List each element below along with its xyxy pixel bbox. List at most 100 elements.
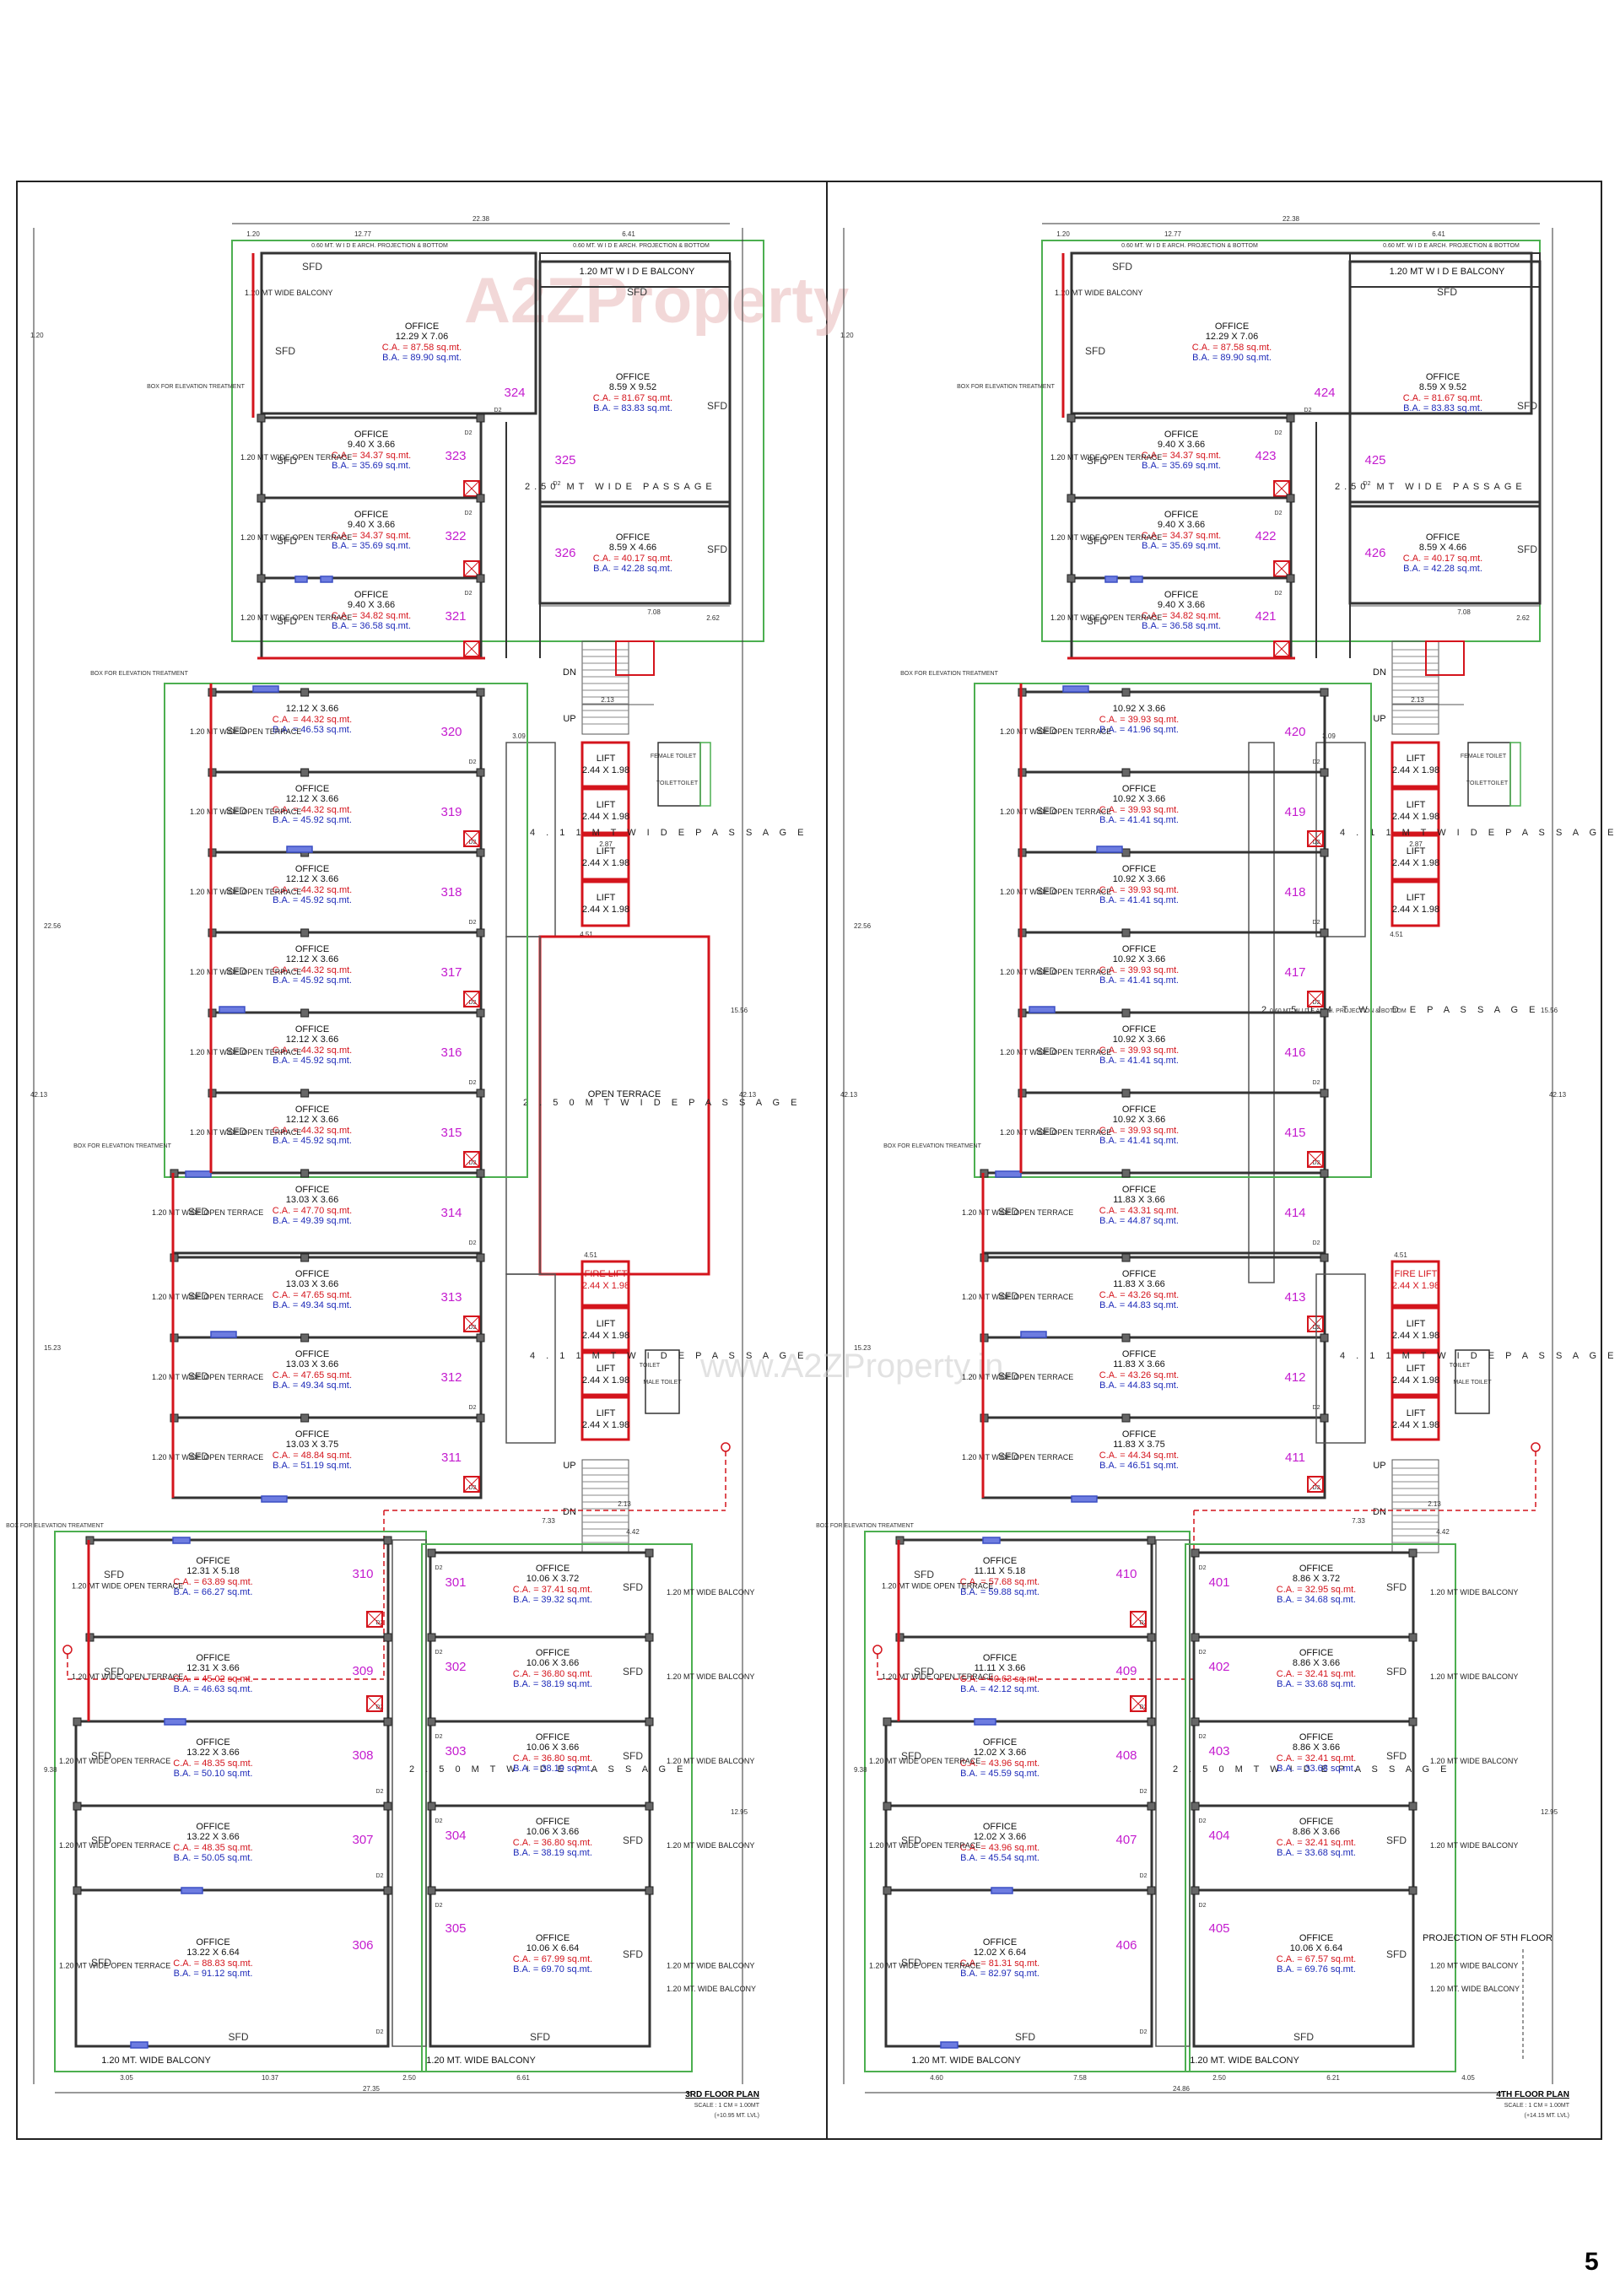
built-area: B.A. = 39.32 sq.mt.	[513, 1595, 592, 1605]
dimension-bottom: 6.61	[516, 2074, 530, 2082]
room-name: OFFICE	[1164, 590, 1198, 600]
room-name: OFFICE	[536, 1648, 570, 1658]
column-marker	[883, 1886, 892, 1895]
door-label: D2	[1140, 1704, 1148, 1710]
dimension-vertical: 42.13	[30, 1091, 48, 1099]
dimension-label: 4.42	[626, 1528, 640, 1536]
room-name: OFFICE	[1122, 784, 1156, 794]
built-area: B.A. = 41.41 sq.mt.	[1099, 895, 1179, 905]
sfd-label: SFD	[188, 1370, 208, 1382]
sfd-label: SFD	[302, 261, 322, 273]
watermark-logo: A2ZProperty	[464, 265, 849, 337]
carpet-area: C.A. = 32.41 sq.mt.	[1277, 1669, 1356, 1679]
passage-250-bottom	[1155, 1539, 1191, 2047]
office-row	[884, 1888, 1153, 2048]
room-number: 322	[445, 529, 466, 543]
column-marker	[427, 1802, 436, 1811]
room-size: 11.83 X 3.75	[1113, 1440, 1165, 1450]
dimension-vertical: 9.38	[854, 1766, 867, 1774]
stair-up-label: UP	[1373, 1461, 1385, 1471]
carpet-area: C.A. = 43.26 sq.mt.	[1099, 1370, 1179, 1380]
terrace-label: 1.20 MT WIDE OPEN TERRACE	[240, 613, 352, 622]
window-marker	[219, 1006, 246, 1013]
window-marker	[1062, 685, 1089, 693]
room-number: 425	[1364, 453, 1385, 467]
room-name: OFFICE	[1215, 321, 1249, 332]
box-elevation-label: BOX FOR ELEVATION TREATMENT	[90, 671, 188, 677]
column-marker	[300, 1253, 310, 1262]
column-marker	[1408, 1886, 1418, 1895]
balcony-label: 1.20 MT. WIDE BALCONY	[101, 2056, 211, 2066]
window-marker	[1104, 575, 1118, 583]
room-number: 426	[1364, 546, 1385, 560]
toilet-block	[657, 742, 701, 807]
room-number: 401	[1208, 1575, 1229, 1590]
column-marker	[1320, 1169, 1329, 1178]
terrace-label: 1.20 MT WIDE OPEN TERRACE	[152, 1373, 263, 1381]
door-label: D2	[376, 1620, 384, 1626]
carpet-area: C.A. = 32.95 sq.mt.	[1277, 1585, 1356, 1595]
room-name: OFFICE	[196, 1822, 230, 1832]
column-marker	[476, 1089, 485, 1098]
sfd-label: SFD	[998, 1290, 1018, 1302]
balcony-label: 1.20 MT WIDE BALCONY	[1430, 1588, 1518, 1596]
page-number: 5	[1585, 2248, 1599, 2276]
room-size: 12.12 X 3.66	[286, 954, 338, 964]
balcony-label: 1.20 MT WIDE BALCONY	[1430, 1757, 1518, 1765]
room-number: 408	[1115, 1748, 1137, 1763]
built-area: B.A. = 33.68 sq.mt.	[1277, 1848, 1356, 1858]
built-area: B.A. = 49.39 sq.mt.	[273, 1216, 352, 1226]
room-number: 309	[352, 1664, 373, 1678]
sfd-label: SFD	[226, 1045, 246, 1057]
door-label: D2	[1313, 1080, 1320, 1086]
window-marker	[181, 1887, 203, 1894]
carpet-area: C.A. = 81.67 sq.mt.	[1403, 393, 1482, 403]
terrace-label: 1.20 MT WIDE OPEN TERRACE	[240, 453, 352, 462]
terrace-label: 1.20 MT WIDE OPEN TERRACE	[72, 1582, 183, 1591]
room-name: OFFICE	[983, 1653, 1017, 1663]
sfd-label: SFD	[91, 1957, 111, 1969]
sfd-label: SFD	[623, 1581, 643, 1593]
toilet-label: TOILET	[656, 781, 678, 786]
balcony-label: 1.20 MT WIDE BALCONY	[245, 289, 332, 297]
room-name: OFFICE	[354, 590, 388, 600]
room-size: 11.11 X 3.66	[975, 1663, 1026, 1673]
room-name: OFFICE	[295, 1429, 329, 1440]
sfd-label: SFD	[707, 400, 727, 412]
room-size: 12.31 X 5.18	[186, 1566, 239, 1576]
room-number: 404	[1208, 1829, 1229, 1843]
carpet-area: C.A. = 47.70 sq.mt.	[273, 1206, 352, 1216]
fire-lift-label: FIRE LIFT	[1395, 1269, 1438, 1279]
open-terrace-label: OPEN TERRACE	[588, 1089, 662, 1099]
room-size: 10.06 X 6.64	[526, 1943, 579, 1953]
dimension-bottom: 2.50	[1212, 2074, 1226, 2082]
box-elevation-label: BOX FOR ELEVATION TREATMENT	[957, 384, 1055, 390]
sfd-label: SFD	[1015, 2031, 1035, 2043]
service-node	[721, 1442, 731, 1452]
room-size: 12.12 X 3.66	[286, 794, 338, 804]
column-marker	[1147, 1536, 1156, 1545]
built-area: B.A. = 44.87 sq.mt.	[1099, 1216, 1179, 1226]
carpet-area: C.A. = 34.37 sq.mt.	[1142, 531, 1221, 541]
door-label: D2	[376, 2029, 384, 2035]
carpet-area: C.A. = 48.84 sq.mt.	[273, 1451, 352, 1461]
terrace-label: 1.20 MT WIDE OPEN TERRACE	[1000, 808, 1111, 816]
room-size: 10.92 X 3.66	[1113, 874, 1165, 884]
room-number: 406	[1115, 1938, 1137, 1953]
office-row	[429, 1888, 651, 2048]
passage-label: 2.50 MT WIDE PASSAGE	[1335, 482, 1526, 492]
balcony-top	[539, 252, 731, 288]
dimension-label: 2.62	[706, 614, 720, 622]
column-marker	[1286, 413, 1295, 423]
window-marker	[320, 575, 333, 583]
sfd-label: SFD	[1386, 1581, 1407, 1593]
column-marker	[1147, 1633, 1156, 1642]
room-name: OFFICE	[295, 784, 329, 794]
built-area: B.A. = 50.10 sq.mt.	[174, 1769, 253, 1779]
door-label: D2	[1364, 481, 1371, 487]
lift-size: 2.44 X 1.98	[1392, 765, 1439, 775]
room-name: OFFICE	[295, 864, 329, 874]
dimension-vertical: 12.95	[731, 1808, 748, 1816]
